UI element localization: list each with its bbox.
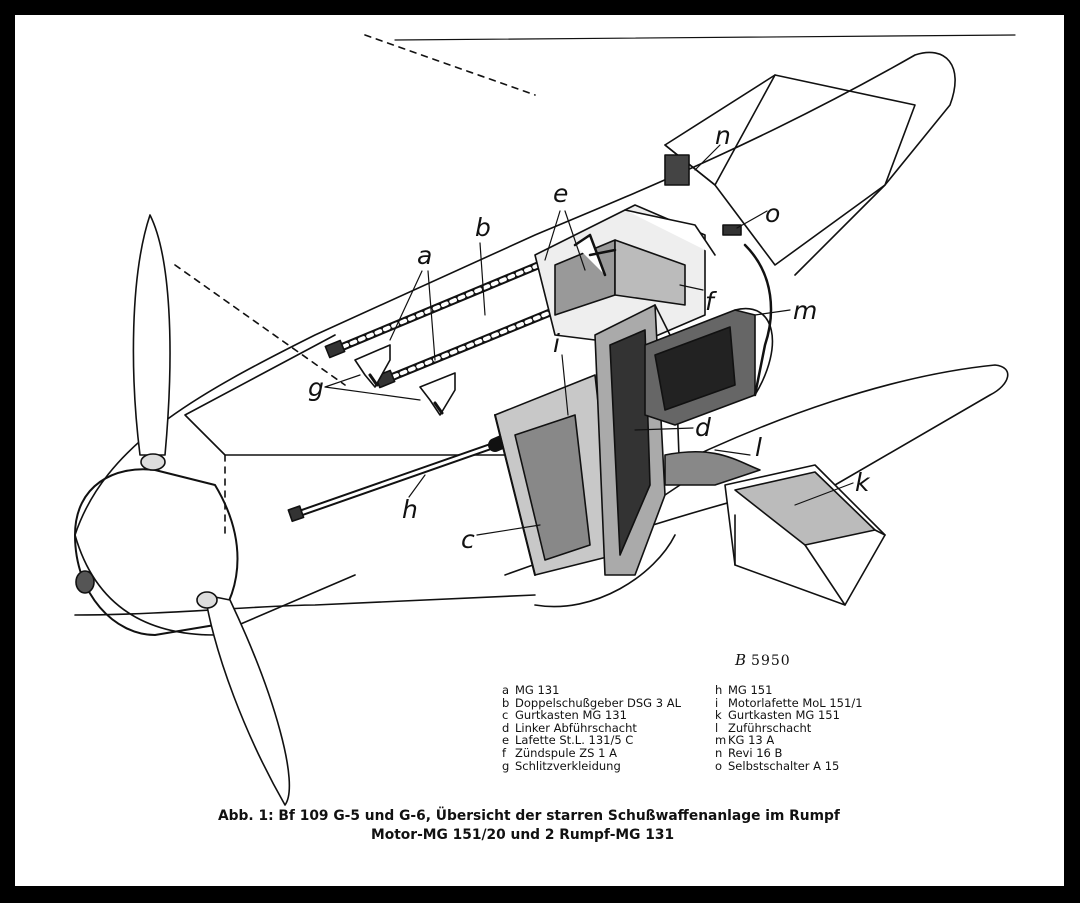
callout-n: n	[715, 121, 731, 150]
callout-b: b	[475, 213, 491, 242]
callout-o: o	[765, 199, 781, 228]
leader-lines	[324, 144, 854, 536]
propeller-blade-upper	[132, 214, 171, 456]
callout-i: i	[553, 329, 560, 358]
aircraft-weapons-drawing	[74, 34, 1016, 806]
callout-e: e	[553, 179, 569, 208]
slot-fairing-upper	[354, 344, 391, 388]
gun-breech-assembly	[534, 204, 716, 346]
drawing-number-value: 5950	[751, 653, 791, 669]
circuit-breaker	[722, 224, 742, 236]
drawing-number-prefix: B	[735, 651, 748, 669]
callout-k: k	[855, 468, 870, 497]
propeller-blade-lower	[204, 594, 291, 806]
ammo-box-mg151	[724, 464, 886, 606]
propeller-hub-lower	[196, 591, 218, 609]
callout-l: l	[755, 433, 762, 462]
propeller-hub-upper	[140, 453, 166, 471]
ammo-box-mg131	[494, 374, 616, 576]
callout-f: f	[705, 287, 714, 316]
slot-fairing-lower	[419, 372, 456, 416]
caption-line-1: Abb. 1: Bf 109 G-5 und G-6, Übersicht de…	[218, 808, 840, 824]
wing-outline	[654, 364, 1009, 516]
callout-g: g	[308, 373, 324, 402]
callout-h: h	[402, 495, 418, 524]
spinner-tip	[75, 570, 95, 594]
caption-line-2: Motor-MG 151/20 und 2 Rumpf-MG 131	[371, 827, 675, 843]
callout-d: d	[695, 413, 711, 442]
fuselage-dashed-edges	[174, 34, 536, 536]
revi-gunsight	[664, 154, 690, 186]
cable-m	[743, 243, 773, 397]
wing-root-curve	[534, 534, 676, 608]
mg131-upper-gun	[324, 246, 579, 359]
callout-m: m	[793, 296, 818, 325]
callout-c: c	[461, 525, 475, 554]
feed-chute	[664, 450, 761, 486]
spinner	[74, 468, 239, 636]
kg13a-unit	[644, 307, 774, 426]
fuselage-underside	[74, 594, 536, 616]
callout-a: a	[417, 241, 433, 270]
cockpit-side	[664, 74, 776, 186]
upper-hull-line	[394, 34, 1016, 41]
